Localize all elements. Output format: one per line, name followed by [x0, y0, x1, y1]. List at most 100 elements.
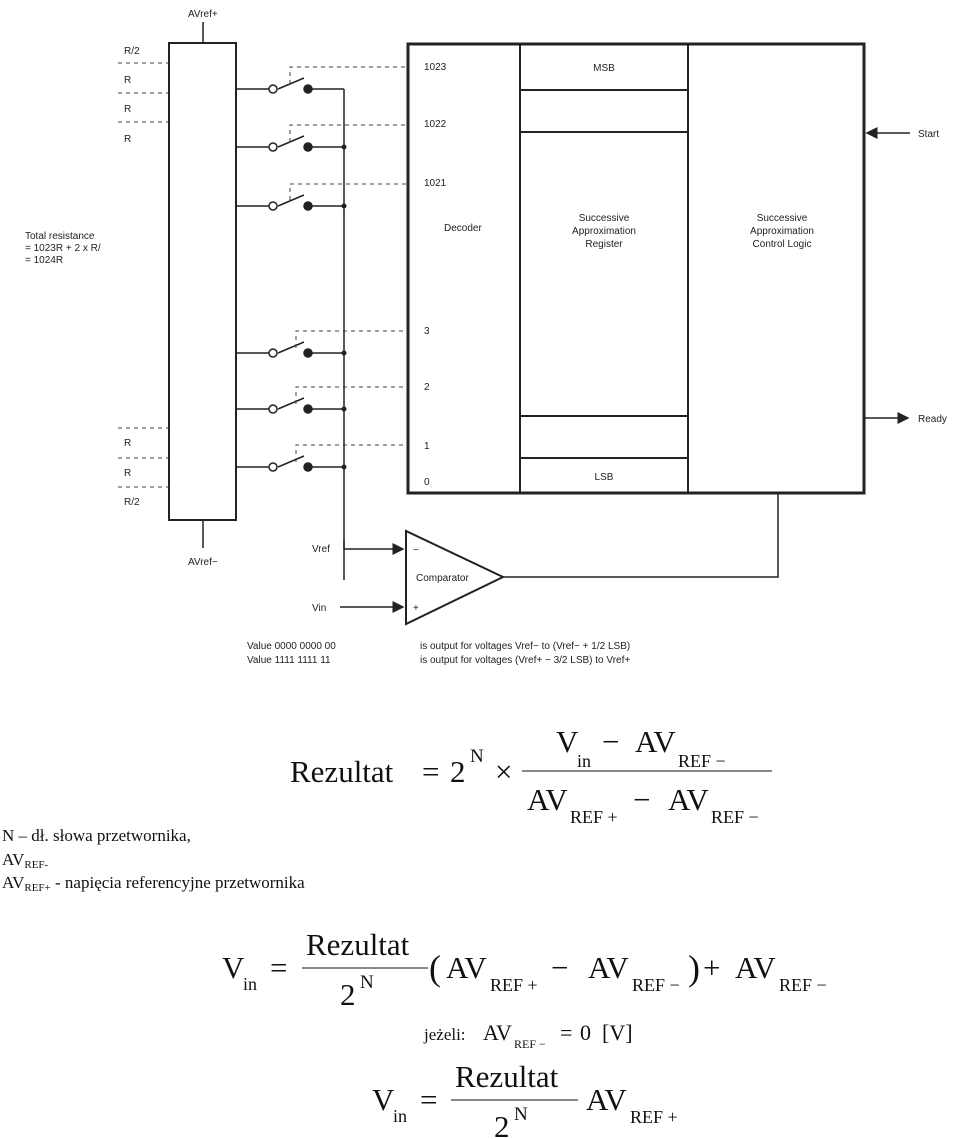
value-row-0: Value 0000 0000 00 — [247, 641, 336, 652]
svg-text:Rezultat: Rezultat — [306, 927, 410, 962]
resistor-bottom-0: R — [124, 438, 131, 449]
svg-text:V: V — [372, 1082, 395, 1117]
svg-text:2: 2 — [340, 977, 356, 1012]
svg-text:+: + — [703, 950, 720, 985]
svg-text:=: = — [420, 1082, 437, 1117]
svg-text:AV: AV — [483, 1020, 512, 1045]
comparator-minus: − — [413, 545, 419, 556]
formula-result: Rezultat = 2 N × V in − AV REF − AV REF … — [290, 724, 772, 827]
resistor-ladder — [168, 42, 237, 521]
switch-2 — [236, 397, 344, 414]
svg-text:N: N — [470, 746, 484, 767]
svg-text:Rezultat: Rezultat — [455, 1059, 559, 1094]
svg-text:REF +: REF + — [630, 1107, 678, 1127]
svg-text:REF −: REF − — [514, 1037, 546, 1051]
note-av-ref-minus: AVREF- — [2, 850, 49, 871]
switch-1021 — [236, 194, 344, 211]
output-row-0: is output for voltages Vref− to (Vref− +… — [420, 641, 630, 652]
svg-text:V: V — [556, 724, 579, 759]
svg-text:): ) — [688, 948, 700, 988]
formula-vin-simplified: V in = Rezultat 2 N AV REF + — [372, 1059, 678, 1139]
logic-label-2: Control Logic — [753, 239, 812, 250]
logic-label-0: Successive — [757, 213, 808, 224]
svg-text:2: 2 — [494, 1109, 510, 1139]
ready-label: Ready — [918, 414, 947, 425]
sar-label-0: Successive — [579, 213, 630, 224]
svg-text:REF −: REF − — [632, 975, 680, 995]
sar-block — [406, 42, 866, 495]
decoder-line-1: 1 — [424, 441, 430, 452]
svg-text:AV: AV — [446, 950, 487, 985]
resistor-top-3: R — [124, 134, 131, 145]
switch-1022 — [236, 135, 344, 152]
svg-text:2: 2 — [450, 754, 466, 789]
logic-label-1: Approximation — [750, 226, 814, 237]
total-resistance-2: = 1024R — [25, 255, 63, 266]
svg-text:REF +: REF + — [490, 975, 538, 995]
svg-text:N: N — [514, 1104, 528, 1125]
svg-text:×: × — [495, 754, 512, 789]
svg-text:AV: AV — [635, 724, 676, 759]
svg-text:REF −: REF − — [779, 975, 827, 995]
svg-text:jeżeli:: jeżeli: — [423, 1025, 466, 1044]
av-ref-plus-label: AVref+ — [188, 9, 218, 20]
svg-text:V: V — [222, 950, 245, 985]
svg-text:in: in — [577, 751, 591, 771]
resistor-top-1: R — [124, 75, 131, 86]
svg-text:AV: AV — [735, 950, 776, 985]
switch-1 — [236, 455, 344, 472]
svg-text:Rezultat: Rezultat — [290, 754, 394, 789]
vref-label: Vref — [312, 544, 330, 555]
svg-text:[V]: [V] — [602, 1020, 633, 1045]
svg-text:in: in — [393, 1106, 407, 1126]
svg-text:0: 0 — [580, 1020, 591, 1045]
svg-text:REF +: REF + — [570, 807, 618, 827]
comparator-label: Comparator — [416, 573, 469, 584]
comparator-plus: + — [413, 603, 419, 614]
lsb-label: LSB — [595, 472, 614, 483]
svg-text:REF −: REF − — [678, 751, 726, 771]
start-label: Start — [918, 129, 939, 140]
svg-text:(: ( — [429, 948, 441, 988]
svg-text:−: − — [602, 724, 619, 759]
total-resistance-1: = 1023R + 2 x R/ — [25, 243, 101, 254]
sar-label-2: Register — [585, 239, 623, 250]
decoder-label: Decoder — [444, 223, 482, 234]
decoder-line-1021: 1021 — [424, 178, 447, 189]
output-row-1: is output for voltages (Vref+ − 3/2 LSB)… — [420, 655, 630, 666]
svg-text:AV: AV — [668, 782, 709, 817]
svg-text:in: in — [243, 974, 257, 994]
decoder-line-3: 3 — [424, 326, 430, 337]
resistor-top-2: R — [124, 104, 131, 115]
switch-3 — [236, 341, 344, 358]
note-word-length: N – dł. słowa przetwornika, — [2, 826, 191, 845]
decoder-line-1022: 1022 — [424, 119, 447, 130]
resistor-bottom-1: R — [124, 468, 131, 479]
decoder-line-2: 2 — [424, 382, 430, 393]
comparator — [405, 529, 506, 626]
formula-vin: V in = Rezultat 2 N ( AV REF + − AV REF … — [222, 927, 827, 1012]
svg-text:AV: AV — [588, 950, 629, 985]
av-ref-minus-label: AVref− — [188, 557, 218, 568]
svg-text:AV: AV — [586, 1082, 627, 1117]
svg-text:AV: AV — [527, 782, 568, 817]
svg-text:=: = — [560, 1020, 572, 1045]
svg-text:=: = — [422, 754, 439, 789]
resistor-bottom-2: R/2 — [124, 497, 140, 508]
decoder-line-1023: 1023 — [424, 62, 447, 73]
svg-text:=: = — [270, 950, 287, 985]
switch-1023 — [236, 77, 344, 94]
msb-label: MSB — [593, 63, 615, 74]
total-resistance-0: Total resistance — [25, 231, 95, 242]
resistor-top-0: R/2 — [124, 46, 140, 57]
value-row-1: Value 1111 1111 11 — [247, 655, 331, 666]
svg-text:REF −: REF − — [711, 807, 759, 827]
svg-text:N: N — [360, 972, 374, 993]
sar-label-1: Approximation — [572, 226, 636, 237]
svg-text:−: − — [551, 950, 568, 985]
decoder-line-0: 0 — [424, 477, 430, 488]
vin-label: Vin — [312, 603, 326, 614]
note-av-ref-plus: AVREF+ - napięcia referencyjne przetworn… — [2, 873, 305, 894]
condition: jeżeli: AV REF − = 0 [V] — [423, 1020, 633, 1051]
